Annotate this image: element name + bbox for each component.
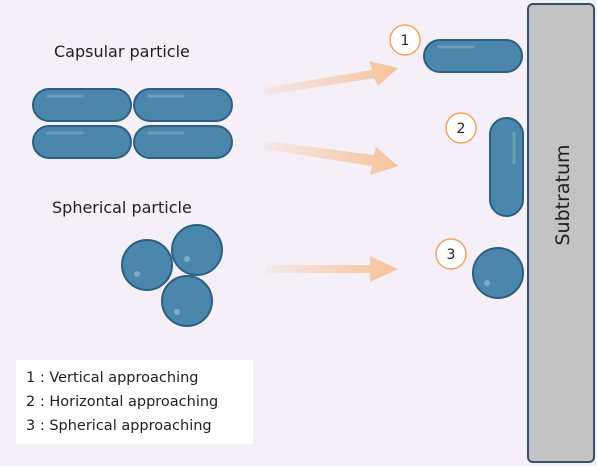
attached-capsule-horizontal: [489, 117, 524, 217]
substratum-label: Subtratum: [552, 144, 574, 245]
capsule-particle: [133, 125, 233, 159]
badge-1-number: 1: [401, 33, 410, 49]
sphere-particle: [121, 239, 173, 291]
capsule-particle: [32, 88, 132, 122]
attached-capsule-vertical: [423, 39, 523, 73]
legend-item-horizontal: 2 : Horizontal approaching: [26, 394, 219, 410]
spherical-particle-label: Spherical particle: [52, 198, 192, 217]
capsular-particle-label: Capsular particle: [54, 42, 190, 61]
spherical-particle-group: [121, 224, 223, 327]
sphere-particle: [171, 224, 223, 276]
legend-box: 1 : Vertical approaching 2 : Horizontal …: [16, 360, 253, 444]
badge-3: 3: [435, 238, 467, 270]
legend-item-spherical: 3 : Spherical approaching: [26, 418, 212, 434]
capsular-particle-group: [32, 88, 233, 159]
badge-1: 1: [389, 24, 421, 56]
arrow-to-vertical: [264, 61, 398, 95]
substratum: Subtratum: [527, 3, 595, 463]
attached-sphere: [472, 247, 524, 299]
capsule-particle: [133, 88, 233, 122]
capsule-particle: [32, 125, 132, 159]
badge-2-number: 2: [457, 121, 466, 137]
badge-2: 2: [445, 112, 477, 144]
arrow-to-horizontal: [264, 141, 398, 175]
arrow-to-spherical: [266, 256, 398, 282]
sphere-particle: [161, 275, 213, 327]
badge-3-number: 3: [447, 247, 456, 263]
legend-item-vertical: 1 : Vertical approaching: [26, 370, 199, 386]
